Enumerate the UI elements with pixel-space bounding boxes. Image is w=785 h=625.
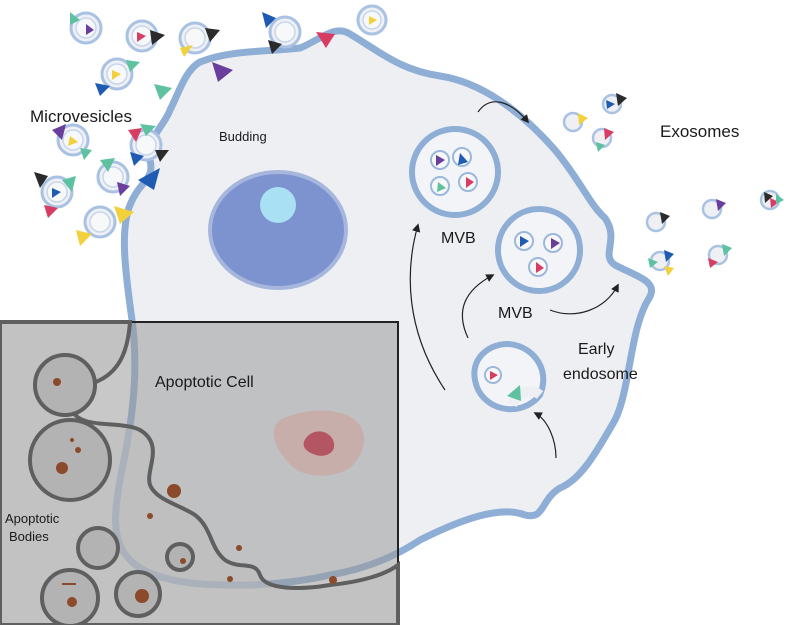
exosome	[645, 211, 670, 233]
fragment	[167, 484, 181, 498]
early-endosome	[471, 341, 547, 413]
microvesicle	[69, 11, 103, 45]
apoptotic-body	[114, 570, 162, 618]
microvesicle	[125, 19, 165, 53]
nucleus	[208, 170, 348, 290]
microvesicle	[52, 123, 92, 160]
fragment	[147, 513, 153, 519]
apoptotic-body	[40, 568, 100, 625]
apoptotic-region	[0, 320, 400, 625]
apoptotic-body	[76, 526, 120, 570]
exosome	[707, 244, 732, 268]
apoptotic-cell-label: Apoptotic Cell	[155, 374, 254, 391]
mvb-bottom-vesicle	[514, 231, 534, 251]
mvb-top-vesicle	[430, 176, 450, 196]
apoptotic-body	[28, 418, 112, 502]
budding-label: Budding	[219, 129, 267, 144]
exosome	[562, 111, 588, 133]
arrow-to-membrane-top	[477, 101, 530, 124]
mvb-top-vesicle	[458, 172, 478, 192]
apoptotic-bodies-label-line2: Bodies	[9, 529, 49, 544]
microvesicle	[262, 12, 302, 54]
apoptotic-bodies-label-line1: Apoptotic	[5, 511, 60, 526]
fragment	[236, 545, 242, 551]
apoptotic-bleb	[33, 353, 97, 417]
yellow-marker	[114, 206, 134, 224]
chromatin-fragment	[303, 431, 335, 456]
purple-marker	[212, 62, 233, 82]
red-marker	[316, 32, 335, 48]
mvb-top	[409, 126, 501, 218]
exosome-cluster	[562, 93, 784, 276]
exosome	[759, 189, 784, 211]
mvb-bottom-vesicle	[543, 233, 563, 253]
green-marker	[154, 84, 172, 100]
exosomes-label: Exosomes	[660, 122, 739, 141]
exosome	[701, 198, 726, 220]
nucleolus	[260, 187, 296, 223]
fragment	[227, 576, 233, 582]
early-endosome-label-line1: Early	[578, 341, 614, 358]
arrow-mvb-to-membrane	[549, 283, 619, 315]
mvb-top-label: MVB	[441, 230, 476, 247]
microvesicle	[356, 4, 388, 36]
mvb-top-vesicle	[430, 150, 450, 170]
microvesicle-cluster	[34, 4, 388, 246]
arrow-into-endosome	[533, 412, 557, 459]
mvb-bottom-label: MVB	[498, 305, 533, 322]
apoptotic-body	[165, 542, 195, 572]
exosome	[648, 250, 674, 276]
exosome	[591, 127, 614, 152]
microvesicle	[128, 124, 169, 166]
exosome	[601, 93, 627, 115]
microvesicle	[96, 158, 130, 196]
microvesicle	[178, 21, 220, 57]
early-endosome-label-line2: endosome	[563, 366, 638, 383]
microvesicle	[76, 205, 117, 246]
arrow-endosome-to-mvb-bottom	[461, 274, 495, 339]
blue-marker	[138, 168, 160, 190]
microvesicle	[34, 172, 76, 218]
microvesicle	[95, 57, 140, 96]
mvb-bottom	[495, 206, 583, 294]
mvb-top-vesicle	[452, 147, 472, 167]
microvesicles-label: Microvesicles	[30, 107, 132, 126]
mvb-bottom-vesicle	[528, 257, 548, 277]
arrow-endosome-to-mvb-top	[409, 223, 446, 391]
pathway-arrows	[409, 101, 619, 459]
fragment	[329, 576, 337, 584]
